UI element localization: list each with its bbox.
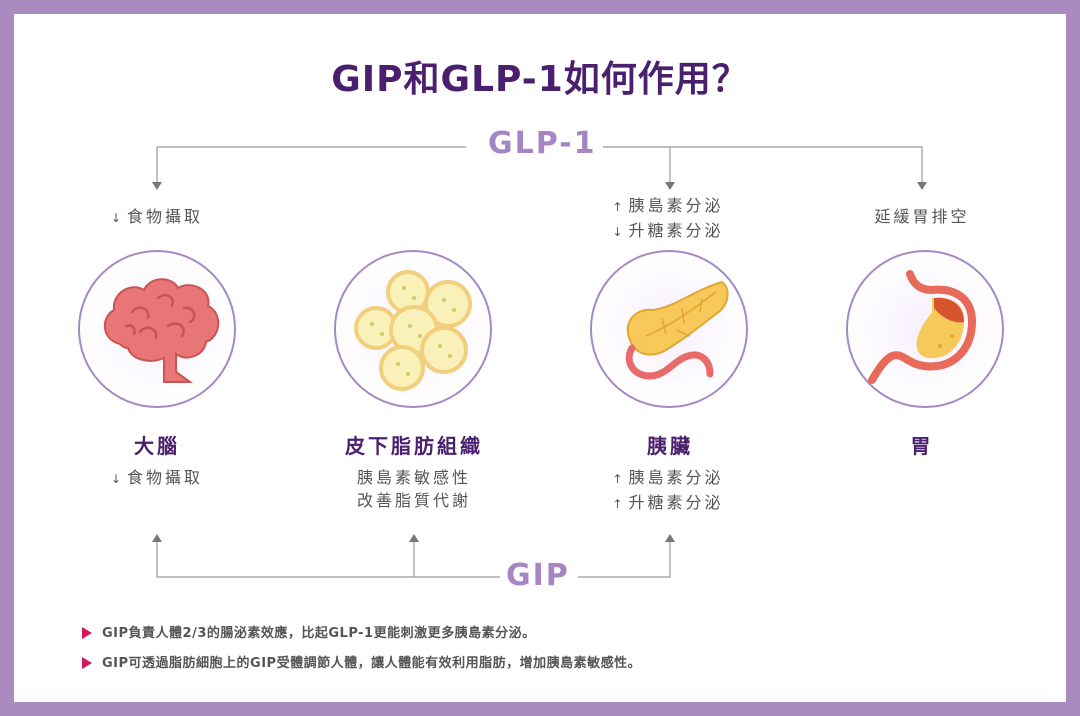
effect-line: ↑升糖素分泌	[612, 493, 724, 512]
pancreas-icon	[625, 280, 729, 380]
organ-name-brain: 大腦	[134, 434, 180, 458]
glp1-effect-brain: ↓食物攝取	[97, 205, 217, 230]
arrow-down-icon: ↓	[612, 225, 626, 239]
arrowhead-down	[152, 182, 162, 190]
stomach-icon	[868, 270, 977, 384]
arrowhead-down	[665, 182, 675, 190]
gip-line-pancreas	[578, 541, 671, 578]
page-title: GIP和GLP-1如何作用？	[331, 59, 749, 100]
gip-effect-fat-tissue: 胰島素敏感性 改善脂質代謝	[334, 466, 494, 512]
bullet-triangle-icon	[82, 626, 92, 639]
arrow-down-icon: ↓	[110, 472, 125, 486]
arrowhead-up	[665, 534, 675, 542]
arrowhead-down	[917, 182, 927, 190]
bullet-triangle-icon	[82, 656, 92, 669]
glp1-effect-stomach: 延緩胃排空	[862, 205, 982, 228]
glp1-line-brain	[156, 146, 466, 183]
gip-effect-brain: ↓食物攝取	[97, 466, 217, 491]
effect-line: 胰島素敏感性	[356, 468, 471, 487]
gip-line-brain	[156, 541, 500, 578]
effect-line: 延緩胃排空	[874, 207, 970, 226]
note-2: GIP可透過脂肪細胞上的GIP受體調節人體，讓人體能有效利用脂肪，增加胰島素敏感…	[82, 652, 641, 671]
brain-icon	[104, 278, 220, 383]
effect-line: ↓食物攝取	[110, 468, 204, 487]
gip-label: GIP	[500, 559, 576, 593]
arrow-down-icon: ↓	[110, 211, 125, 225]
effect-line: ↓食物攝取	[110, 207, 204, 226]
gip-effect-pancreas: ↑胰島素分泌 ↑升糖素分泌	[598, 466, 738, 516]
organ-name-pancreas: 胰臟	[647, 434, 693, 458]
effect-line: ↑胰島素分泌	[612, 196, 724, 215]
organ-name-fat-tissue: 皮下脂肪組織	[345, 434, 483, 458]
note-1: GIP負責人體2/3的腸泌素效應，比起GLP-1更能刺激更多胰島素分泌。	[82, 622, 536, 641]
arrow-up-icon: ↑	[612, 497, 626, 511]
arrowhead-up	[152, 534, 162, 542]
glp1-effect-pancreas: ↑胰島素分泌 ↓升糖素分泌	[598, 194, 738, 244]
fat-tissue-circle	[334, 250, 492, 408]
stomach-circle	[846, 250, 1004, 408]
arrow-up-icon: ↑	[612, 472, 626, 486]
fat-cells-icon	[354, 270, 472, 391]
pancreas-circle	[590, 250, 748, 408]
brain-circle	[78, 250, 236, 408]
arrow-up-icon: ↑	[612, 200, 626, 214]
effect-line: 改善脂質代謝	[356, 491, 471, 510]
glp1-line-stomach	[600, 146, 923, 183]
arrowhead-up	[409, 534, 419, 542]
organ-name-stomach: 胃	[910, 434, 934, 458]
effect-line: ↑胰島素分泌	[612, 468, 724, 487]
glp1-label: GLP-1	[482, 127, 603, 161]
effect-line: ↓升糖素分泌	[612, 221, 724, 240]
